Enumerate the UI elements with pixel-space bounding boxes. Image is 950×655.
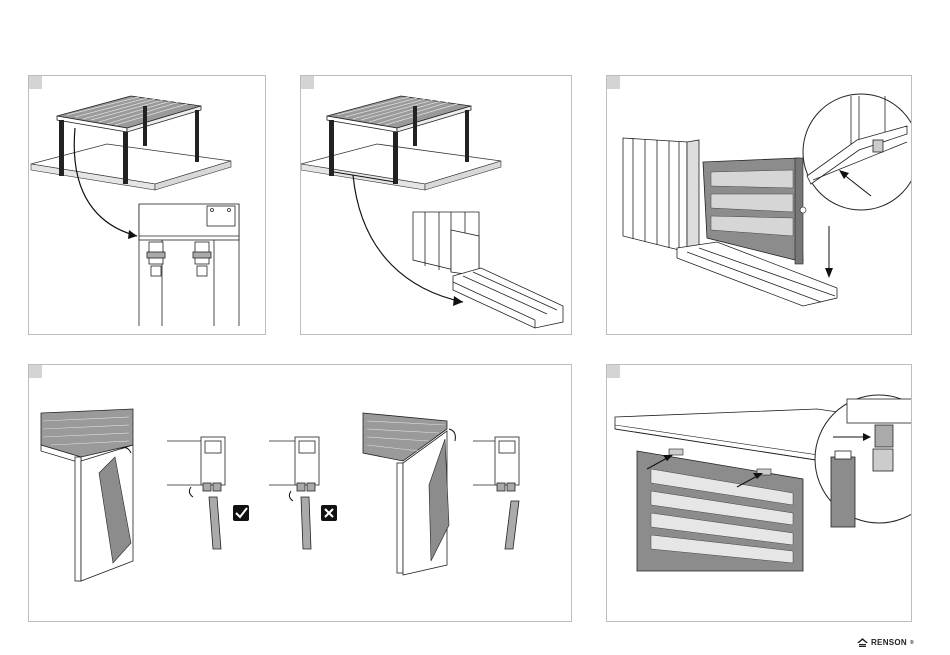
- profile-wrong: [269, 437, 319, 549]
- floor-rail: [677, 242, 837, 306]
- brand-trademark: ®: [910, 640, 914, 646]
- profile-result: [473, 437, 519, 549]
- step-panel-2: [300, 75, 572, 335]
- step-panel-1: [28, 75, 266, 335]
- step-3-illustration: [607, 76, 912, 335]
- step-1-illustration: [29, 76, 266, 335]
- post-rail-detail: [413, 212, 563, 328]
- profile-correct: [167, 437, 225, 549]
- step-panel-3: [606, 75, 912, 335]
- step-panel-4: [28, 364, 572, 622]
- brand-name: RENSON: [871, 638, 907, 647]
- brand-logo: RENSON®: [857, 638, 914, 647]
- brand-mark-icon: [857, 638, 868, 647]
- wall-slats: [623, 138, 699, 252]
- step-4-illustration: [29, 365, 572, 622]
- zoom-detail: [803, 94, 912, 210]
- step-panel-5: [606, 364, 912, 622]
- step-5-illustration: [607, 365, 912, 622]
- check-icon: [233, 505, 249, 521]
- profile-detail: [139, 204, 239, 326]
- step-2-illustration: [301, 76, 572, 335]
